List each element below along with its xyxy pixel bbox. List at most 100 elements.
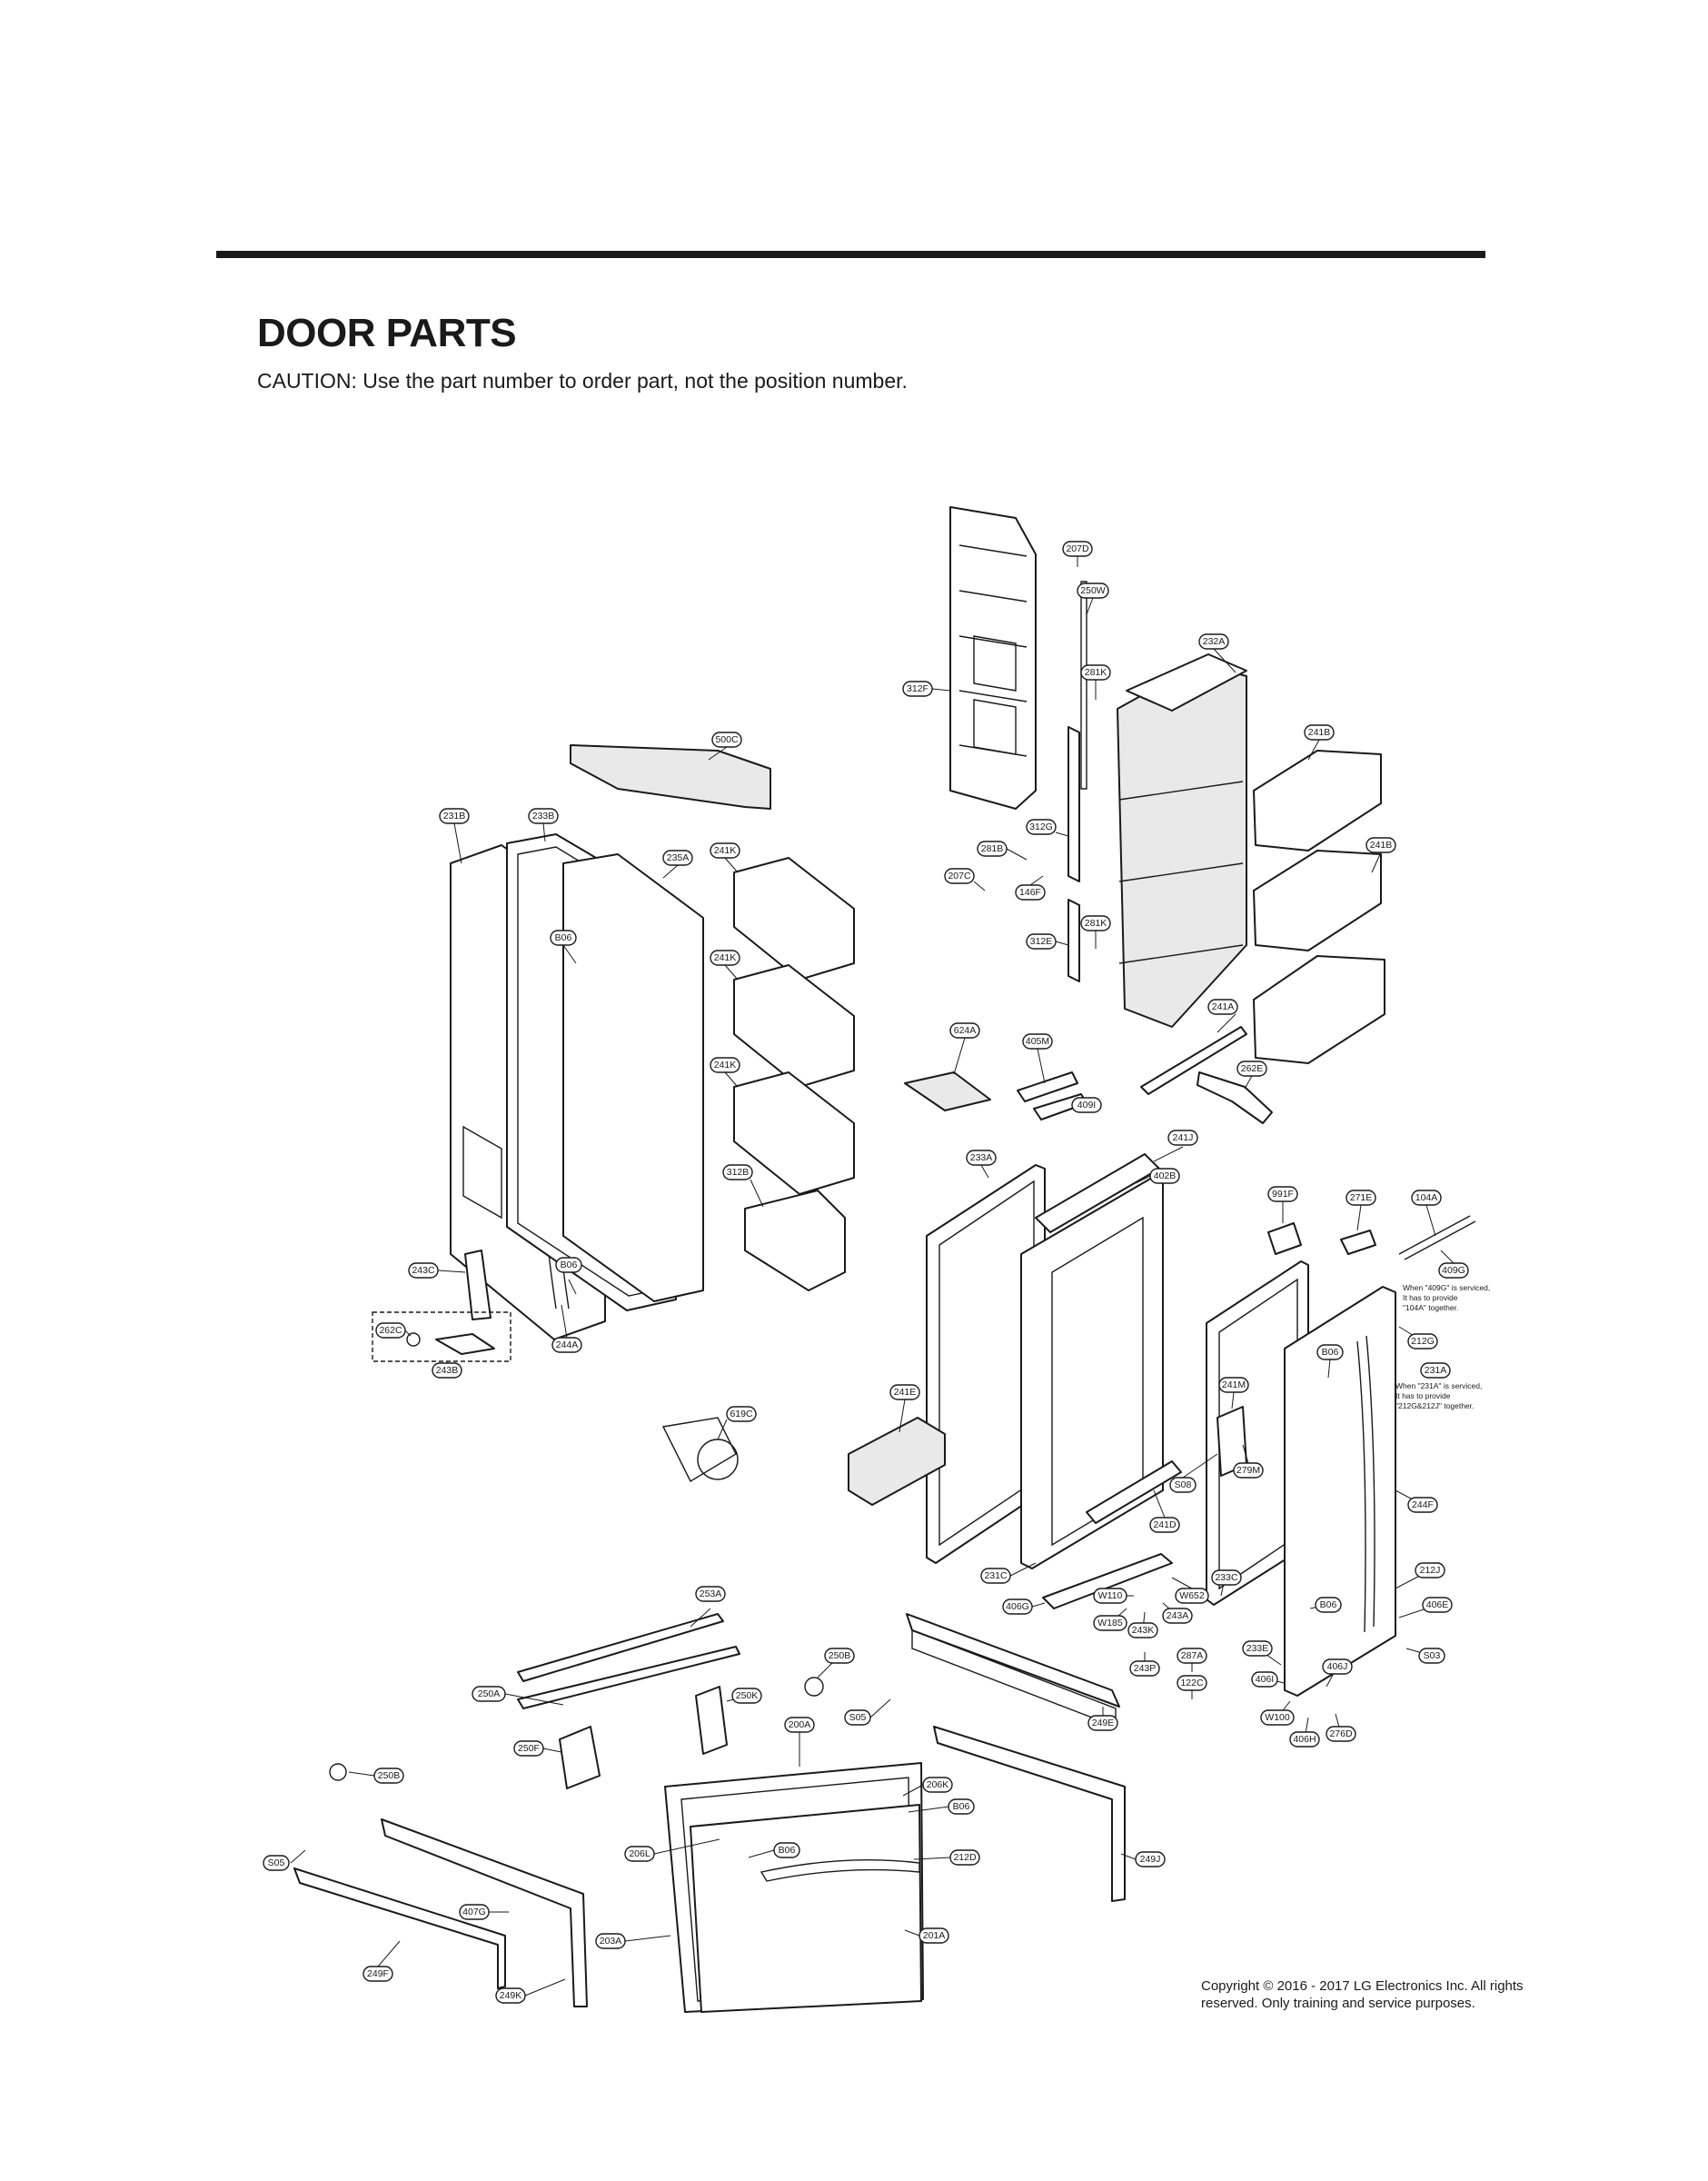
callout-B06-e: B06 [908, 1798, 975, 1815]
callout-W185: W185 [1093, 1608, 1127, 1631]
callout-212G: 212G [1398, 1326, 1438, 1349]
callout-label: 233A [970, 1152, 993, 1163]
callout-249E: 249E [1087, 1707, 1118, 1731]
callout-231A: 231A [1420, 1362, 1451, 1379]
caution-text: CAUTION: Use the part number to order pa… [257, 369, 908, 393]
callout-249F: 249F [362, 1940, 401, 1982]
callout-233B: 233B [528, 808, 559, 842]
callout-235A: 235A [662, 850, 693, 879]
callout-B06-b: B06 [555, 1257, 582, 1295]
callout-241J: 241J [1153, 1130, 1198, 1162]
note-line: When "409G" is serviced, [1403, 1283, 1490, 1292]
callout-label: 287A [1181, 1650, 1204, 1661]
callout-281K-b: 281K [1080, 915, 1111, 949]
callout-label: 243P [1134, 1663, 1157, 1674]
callout-label: 241E [894, 1387, 917, 1398]
callout-241K-c: 241K [710, 1057, 740, 1088]
part-drawings [293, 506, 1476, 2013]
callout-207C: 207C [944, 868, 986, 891]
callout-279M: 279M [1233, 1444, 1264, 1479]
callout-233E: 233E [1242, 1640, 1282, 1666]
callout-241A: 241A [1207, 999, 1238, 1033]
callout-label: 206K [927, 1779, 949, 1790]
note-line: "104A" together. [1403, 1303, 1458, 1312]
callout-W100: W100 [1260, 1700, 1295, 1726]
callout-241K-b: 241K [710, 950, 740, 981]
callout-500C: 500C [708, 732, 742, 761]
callout-249J: 249J [1120, 1851, 1166, 1867]
callout-276D: 276D [1326, 1713, 1356, 1742]
callout-B06-a: B06 [550, 930, 577, 964]
callout-label: 281K [1085, 918, 1107, 929]
callout-label: 206L [629, 1848, 650, 1859]
callout-146F: 146F [1015, 875, 1046, 901]
callout-262C: 262C [375, 1322, 412, 1339]
callout-S05-a: S05 [844, 1698, 891, 1726]
callout-label: 233C [1215, 1572, 1238, 1583]
callout-label: 250A [478, 1688, 501, 1699]
callout-label: 146F [1019, 887, 1041, 898]
callout-label: 409I [1077, 1100, 1096, 1110]
callout-label: 200A [789, 1719, 811, 1730]
callout-label: 244A [556, 1339, 579, 1350]
callout-231C: 231C [980, 1562, 1037, 1584]
callout-label: 402B [1154, 1170, 1177, 1181]
note-line: It has to provide [1403, 1293, 1458, 1302]
callout-label: 250B [378, 1770, 401, 1781]
callout-label: 231B [443, 811, 466, 822]
callout-241B-b: 241B [1365, 837, 1396, 873]
callout-250K: 250K [726, 1688, 762, 1704]
callout-200A: 200A [784, 1717, 815, 1767]
callout-label: W185 [1097, 1618, 1123, 1628]
callout-406I: 406I [1251, 1671, 1286, 1688]
callout-244A: 244A [551, 1304, 582, 1353]
callout-232A: 232A [1198, 633, 1236, 673]
callout-244F: 244F [1395, 1489, 1438, 1513]
callout-249K: 249K [495, 1978, 566, 2004]
callout-206L: 206L [624, 1838, 720, 1862]
callout-label: 279M [1236, 1465, 1260, 1476]
callout-243C: 243C [408, 1262, 466, 1279]
callout-406H: 406H [1289, 1717, 1320, 1748]
page-title: DOOR PARTS [257, 311, 517, 355]
callout-label: 271E [1350, 1192, 1373, 1203]
callout-243P: 243P [1129, 1652, 1160, 1677]
callout-243B: 243B [432, 1361, 462, 1379]
callout-label: 619C [730, 1409, 753, 1419]
callout-label: 244F [1412, 1499, 1434, 1510]
callout-406E: 406E [1398, 1597, 1453, 1618]
callout-label: W652 [1179, 1590, 1205, 1601]
note-line: "212G&212J" together. [1395, 1401, 1474, 1410]
callout-991F: 991F [1267, 1186, 1298, 1223]
callout-label: 406G [1006, 1601, 1029, 1612]
callout-label: S05 [849, 1712, 867, 1723]
callout-label: 406H [1293, 1734, 1316, 1745]
callout-label: 405M [1026, 1036, 1049, 1047]
callout-label: 312B [727, 1167, 750, 1178]
callout-label: 249J [1140, 1854, 1161, 1865]
callout-312B: 312B [722, 1164, 764, 1208]
callout-label: 250B [829, 1650, 851, 1661]
callout-S08: S08 [1169, 1453, 1218, 1493]
callout-207D: 207D [1062, 541, 1093, 567]
callout-label: 262E [1241, 1063, 1264, 1074]
callout-label: 212D [953, 1852, 977, 1863]
callout-label: 203A [600, 1936, 622, 1947]
callout-label: 312F [907, 683, 928, 694]
callout-label: S08 [1175, 1479, 1192, 1490]
header-rule [216, 251, 1485, 258]
callout-409G: 409G [1438, 1250, 1469, 1279]
callout-label: 241M [1222, 1379, 1246, 1390]
callout-250F: 250F [513, 1740, 562, 1757]
callout-271E: 271E [1346, 1190, 1376, 1231]
callout-104A: 104A [1411, 1190, 1442, 1237]
callout-S05-b: S05 [263, 1849, 306, 1871]
callout-label: B06 [555, 932, 572, 943]
callout-label: 250K [736, 1690, 759, 1701]
callout-label: 624A [954, 1025, 977, 1036]
note-line: It has to provide [1395, 1391, 1451, 1400]
callout-label: 991F [1272, 1189, 1294, 1200]
callout-label: 104A [1415, 1192, 1438, 1203]
callout-label: W110 [1098, 1590, 1123, 1601]
